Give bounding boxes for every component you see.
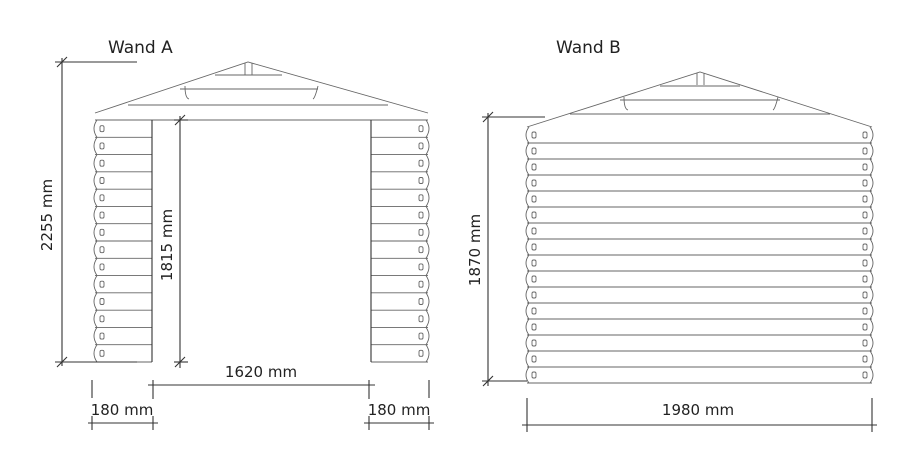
dimension-1980 — [522, 398, 877, 432]
log-course — [93, 223, 152, 242]
log-course — [525, 366, 874, 384]
log-course — [93, 309, 152, 328]
log-course — [525, 174, 874, 192]
log-course — [93, 137, 152, 156]
dimension-1870 — [482, 111, 545, 387]
log-course — [371, 206, 430, 225]
log-course — [525, 222, 874, 240]
wand-b-title: Wand B — [556, 38, 621, 58]
dimension-180-left — [88, 416, 158, 430]
log-course — [371, 258, 430, 277]
door-height-label: 1815 mm — [158, 209, 176, 281]
log-course — [525, 270, 874, 288]
log-course — [525, 286, 874, 304]
log-course — [525, 334, 874, 352]
log-course — [93, 171, 152, 190]
wall-width-label: 1980 mm — [662, 401, 734, 419]
log-course — [93, 154, 152, 173]
log-course — [371, 275, 430, 294]
log-course — [525, 142, 874, 160]
left-wall-width-label: 180 mm — [91, 401, 154, 419]
log-course — [525, 302, 874, 320]
right-wall-width-label: 180 mm — [368, 401, 431, 419]
log-course — [93, 206, 152, 225]
wand-a-roof — [94, 61, 429, 121]
log-course — [93, 240, 152, 259]
log-course — [525, 238, 874, 256]
log-course — [371, 171, 430, 190]
log-course — [371, 119, 430, 138]
wand-a-title: Wand A — [108, 38, 173, 58]
dimension-2255 — [55, 56, 137, 368]
log-course — [371, 188, 430, 207]
log-course — [371, 292, 430, 311]
wand-b-roof — [526, 71, 873, 128]
dimension-1815 — [174, 114, 188, 368]
dimension-1620 — [91, 380, 430, 399]
log-course — [93, 275, 152, 294]
log-course — [371, 309, 430, 328]
log-course — [525, 350, 874, 368]
log-course — [525, 206, 874, 224]
log-course — [525, 126, 874, 144]
wall-height-label: 1870 mm — [466, 214, 484, 286]
log-course — [371, 240, 430, 259]
log-course — [371, 223, 430, 242]
log-course — [93, 119, 152, 138]
dimension-180-right — [364, 416, 434, 430]
log-course — [525, 318, 874, 336]
log-course — [93, 188, 152, 207]
log-course — [93, 258, 152, 277]
log-course — [371, 344, 430, 363]
log-course — [93, 292, 152, 311]
log-course — [525, 190, 874, 208]
wand-a-walls — [93, 119, 430, 363]
log-course — [371, 327, 430, 346]
log-course — [525, 158, 874, 176]
log-course — [93, 327, 152, 346]
height-total-label: 2255 mm — [38, 179, 56, 251]
door-width-label: 1620 mm — [225, 363, 297, 381]
log-course — [371, 154, 430, 173]
wand-b-wall — [525, 126, 874, 384]
log-course — [371, 137, 430, 156]
log-course — [525, 254, 874, 272]
